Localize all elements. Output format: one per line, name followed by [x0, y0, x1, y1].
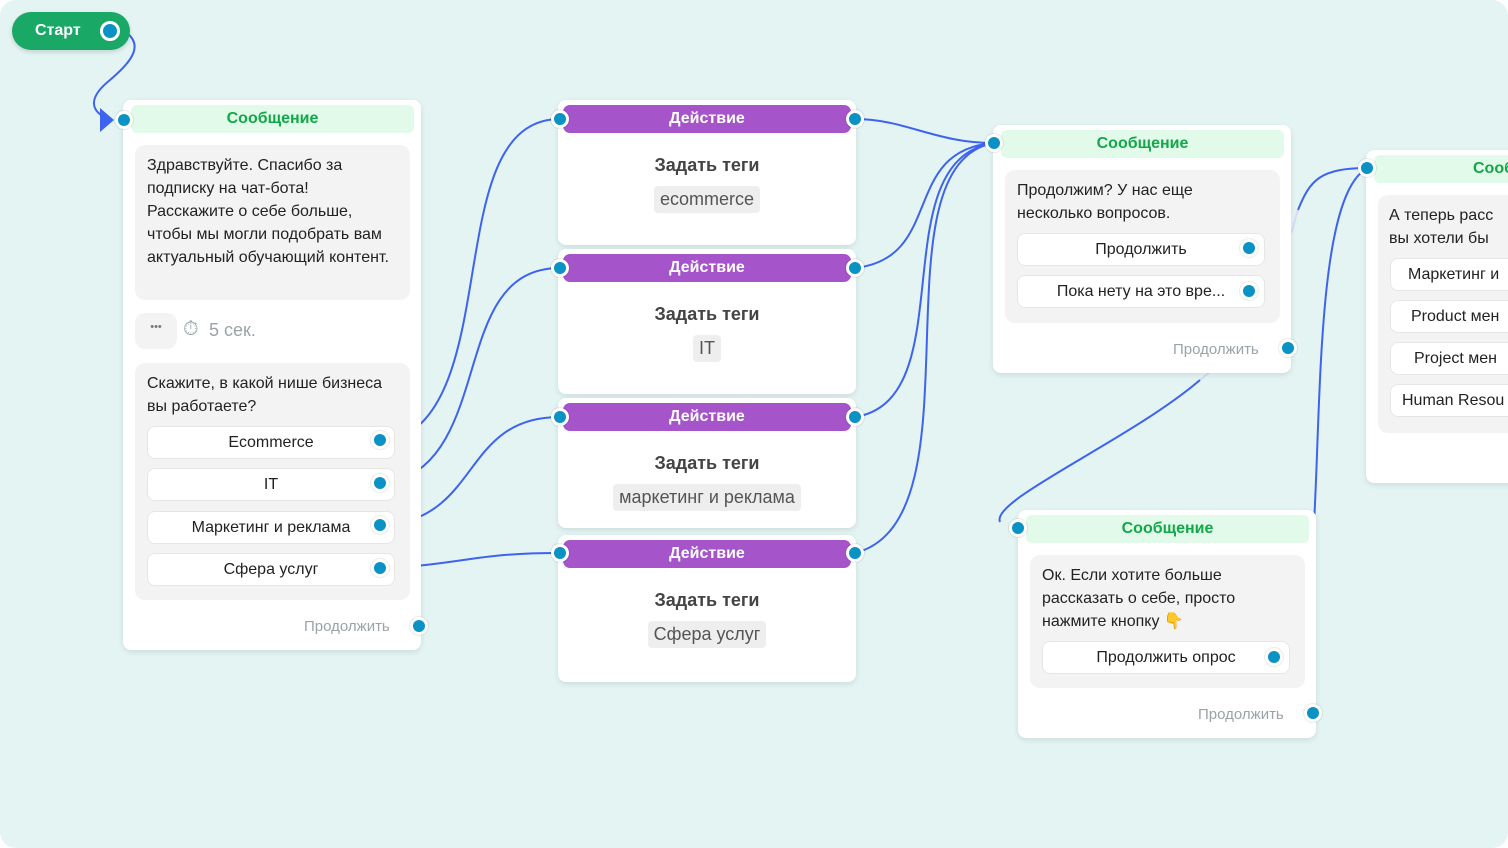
reply-button-ecommerce[interactable]: Ecommerce [147, 426, 395, 459]
reply-button-services[interactable]: Сфера услуг [147, 553, 395, 586]
node-header: Действие [563, 403, 851, 431]
message-node-survey[interactable]: Сообщение Ок. Если хотите больше рассказ… [1018, 510, 1316, 738]
wire-ecommerce-action1 [394, 118, 561, 441]
message2-input-port[interactable] [985, 134, 1003, 152]
it-output-port[interactable] [371, 474, 389, 492]
message-node-greeting[interactable]: Сообщение Здравствуйте. Спасибо за подпи… [123, 100, 421, 650]
node-header: Действие [563, 540, 851, 568]
node-header: Сообщение [131, 105, 414, 133]
wire-action4-message2 [854, 142, 995, 554]
message1-continue-port[interactable] [410, 617, 428, 635]
start-label: Старт [35, 22, 81, 39]
action-node-ecommerce[interactable]: Действие Задать теги ecommerce [558, 100, 856, 245]
timer-icon: ⏱ [183, 318, 199, 340]
delay-value: 5 сек. [209, 320, 256, 340]
tag-chip: Сфера услуг [647, 621, 767, 648]
continue-label: Продолжить [304, 618, 390, 635]
action-title: Задать теги [654, 453, 760, 473]
message3-input-port[interactable] [1009, 519, 1027, 537]
no-time-output-port[interactable] [1240, 282, 1258, 300]
wire-action3-message2 [854, 142, 995, 418]
reply-button-continue[interactable]: Продолжить [1017, 233, 1265, 266]
start-port[interactable] [100, 21, 120, 41]
message-text: А теперь расс вы хотели бы [1389, 207, 1494, 247]
message-text: Продолжим? У нас еще несколько вопросов. [1017, 182, 1193, 222]
reply-button-marketing[interactable]: Маркетинг и [1390, 258, 1508, 291]
reply-button-product-manager[interactable]: Product мен [1390, 300, 1508, 333]
node-header: Сообщение [1026, 515, 1309, 543]
action-title: Задать теги [654, 304, 760, 324]
action1-input-port[interactable] [551, 110, 569, 128]
action3-input-port[interactable] [551, 408, 569, 426]
reply-button-human-resources[interactable]: Human Resou [1390, 384, 1508, 417]
arrow-icon [100, 108, 114, 132]
action2-output-port[interactable] [846, 259, 864, 277]
node-header: Сооб [1374, 155, 1508, 183]
continue-label: Продолжить [1173, 341, 1259, 358]
action-title: Задать теги [654, 155, 760, 175]
node-header: Действие [563, 254, 851, 282]
continue-survey-output-port[interactable] [1265, 648, 1283, 666]
action-title: Задать теги [654, 590, 760, 610]
message3-continue-port[interactable] [1304, 704, 1322, 722]
wire-continue-message4-tail [1297, 167, 1369, 211]
message-text: Здравствуйте. Спасибо за подписку на чат… [147, 157, 389, 266]
tag-chip: IT [693, 335, 721, 362]
services-output-port[interactable] [371, 559, 389, 577]
message1-input-port[interactable] [115, 111, 133, 129]
question-text: Скажите, в какой нише бизнеса вы работае… [147, 375, 383, 415]
wire-action2-message2 [854, 142, 995, 269]
reply-button-marketing[interactable]: Маркетинг и реклама [147, 511, 395, 544]
wire-start-message1 [93, 30, 136, 120]
more-icon: ••• [150, 321, 162, 333]
node-header: Сообщение [1001, 130, 1284, 158]
wire-marketing-action3 [394, 416, 561, 525]
action-node-marketing[interactable]: Действие Задать теги маркетинг и реклама [558, 398, 856, 528]
message2-continue-port[interactable] [1279, 339, 1297, 357]
reply-button-continue-survey[interactable]: Продолжить опрос [1042, 641, 1290, 674]
message-bubble: Здравствуйте. Спасибо за подписку на чат… [135, 145, 410, 300]
action3-output-port[interactable] [846, 408, 864, 426]
tag-chip: маркетинг и реклама [613, 484, 801, 511]
action2-input-port[interactable] [551, 259, 569, 277]
more-options-button[interactable]: ••• [135, 313, 177, 349]
message4-input-port[interactable] [1358, 159, 1376, 177]
wire-later-message3-tail [998, 379, 1201, 523]
reply-button-no-time[interactable]: Пока нету на это вре... [1017, 275, 1265, 308]
reply-button-it[interactable]: IT [147, 468, 395, 501]
continue-output-port[interactable] [1240, 239, 1258, 257]
message-node-continue[interactable]: Сообщение Продолжим? У нас еще несколько… [993, 125, 1291, 373]
node-header: Действие [563, 105, 851, 133]
action-node-it[interactable]: Действие Задать теги IT [558, 249, 856, 394]
tag-chip: ecommerce [653, 186, 761, 213]
marketing-output-port[interactable] [371, 516, 389, 534]
start-node[interactable]: Старт [12, 12, 130, 50]
action-node-services[interactable]: Действие Задать теги Сфера услуг [558, 535, 856, 682]
continue-label: Продолжить [1198, 706, 1284, 723]
action4-output-port[interactable] [846, 544, 864, 562]
message-node-interests[interactable]: Сооб А теперь расс вы хотели бы Маркетин… [1366, 150, 1508, 483]
reply-button-project-manager[interactable]: Project мен [1390, 342, 1508, 375]
action1-output-port[interactable] [846, 110, 864, 128]
wire-action1-message2 [854, 118, 995, 144]
action4-input-port[interactable] [551, 544, 569, 562]
wire-it-action2 [394, 267, 561, 483]
message-text: Ок. Если хотите больше рассказать о себе… [1042, 567, 1236, 630]
ecommerce-output-port[interactable] [371, 431, 389, 449]
